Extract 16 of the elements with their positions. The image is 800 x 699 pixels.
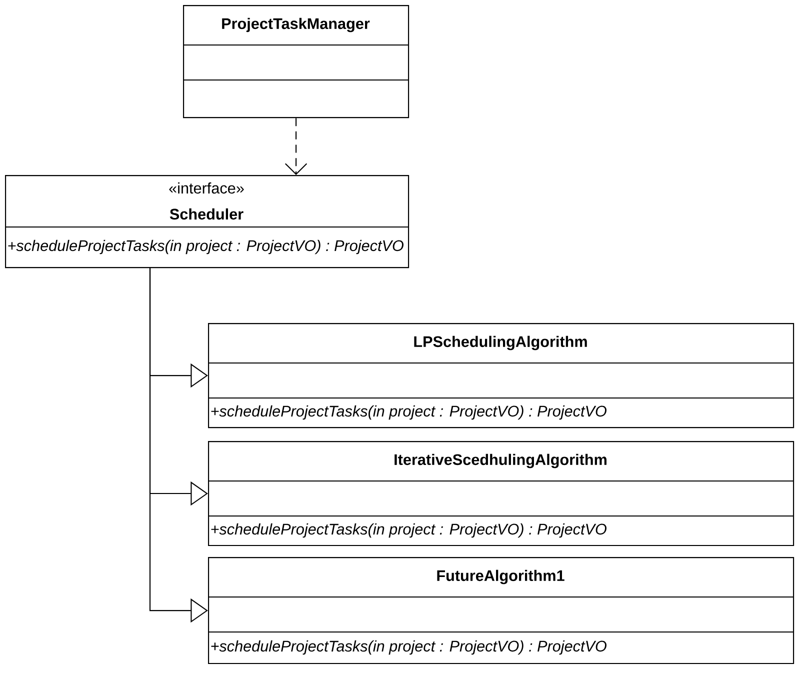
arrow (285, 118, 308, 175)
class-name: LPSchedulingAlgorithm (414, 336, 587, 350)
class-box (208, 441, 794, 546)
operation-text: +scheduleProjectTasks(in project : ProjectVO) : ProjectVO (211, 523, 606, 538)
class-name: FutureAlgorithm1 (437, 570, 564, 584)
class-box (208, 323, 794, 428)
operation-text: +scheduleProjectTasks(in project : ProjectVO) : ProjectVO (8, 240, 404, 254)
class-name: Scheduler (170, 208, 244, 220)
operation-text: +scheduleProjectTasks(in project : ProjectVO) : ProjectVO (211, 640, 606, 655)
stereotype-text: «interface» (169, 182, 244, 194)
class-name: IterativeScedhulingAlgorithm (394, 454, 606, 468)
class-box (5, 175, 410, 268)
class-box (183, 5, 410, 118)
class-box (208, 557, 794, 664)
operation-text: +scheduleProjectTasks(in project : ProjectVO) : ProjectVO (211, 405, 606, 420)
class-name: ProjectTaskManager (222, 18, 370, 32)
